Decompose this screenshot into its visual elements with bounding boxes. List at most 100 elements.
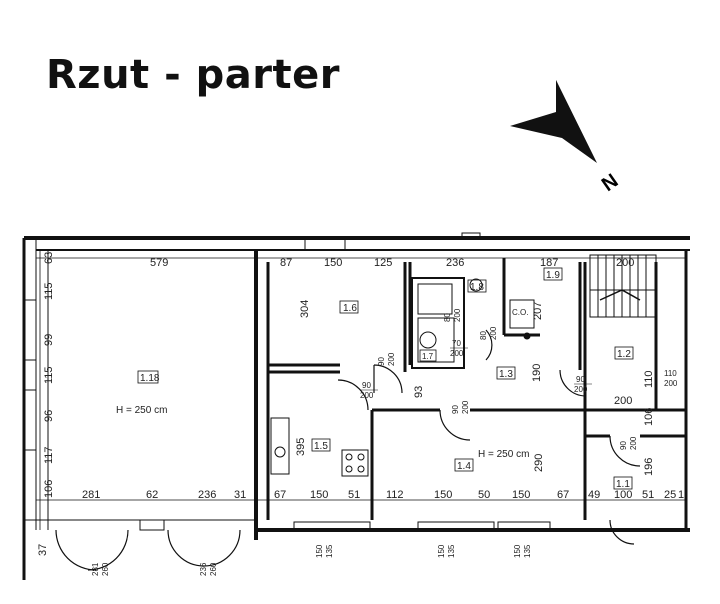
window-height: 135 [325,544,334,558]
bathroom-block [411,277,535,369]
dim-inner: 304 [299,300,311,318]
bottom-dimensions: 281 62 236 31 67 150 51 112 150 50 150 6… [82,489,684,501]
dim-inner: 196 [643,458,655,476]
room-label-1-1: 1.1 [616,479,630,490]
door-width: 90 [377,357,386,366]
staircase [589,254,657,318]
compass-label: N [598,170,622,196]
dimension-lines [36,250,686,530]
dim-bottom: 31 [234,489,246,501]
door-height: 200 [574,385,588,394]
door-width: 110 [664,369,677,378]
inner-dimensions: 304 395 93 190 290 207 200 106 196 110 [295,300,655,476]
room-label-1-6: 1.6 [343,303,357,314]
dim-inner: 106 [643,408,655,426]
dim-bottom: 281 [82,489,100,501]
dim-left: 117 [43,446,55,464]
window-height: 260 [101,562,110,576]
dim-left: 63 [43,252,55,264]
left-dimensions: 63 115 99 115 96 117 106 37 [37,252,55,556]
window-width: 150 [513,544,522,558]
co-label: C.O. [512,308,528,317]
top-dimensions: 579 87 150 125 236 187 200 [150,257,634,269]
room-label-1-18: 1.18 [140,373,160,384]
door-height: 200 [453,308,462,322]
room-label-1-2: 1.2 [617,349,631,360]
dim-bottom: 100 [614,489,632,501]
dim-bottom: 1 [678,489,684,501]
room-label-1-5: 1.5 [314,441,328,452]
room-labels: 1.18 H = 250 cm 1.6 1.8 1.7 1.9 1.3 1.2 … [116,267,634,490]
kitchen-fixtures [270,417,369,477]
window-width: 150 [437,544,446,558]
windows [23,232,551,531]
dim-bottom: 67 [274,489,286,501]
door-height: 200 [387,352,396,366]
door-width: 90 [576,375,585,384]
dim-inner: 395 [295,438,307,456]
door-height: 200 [489,326,498,340]
dim-left: 96 [43,410,55,422]
dim-bottom: 25 [664,489,676,501]
door-width: 90 [619,441,628,450]
door-height: 200 [360,391,374,400]
door-height: 200 [629,436,638,450]
dim-bottom: 150 [310,489,328,501]
room-height-1-4: H = 250 cm [478,449,529,460]
window-width: 281 [91,562,100,576]
dim-top: 187 [540,257,558,269]
window-height: 135 [523,544,532,558]
window-width: 236 [199,562,208,576]
door-height: 200 [450,349,464,358]
dim-left: 99 [43,334,55,346]
dim-left: 115 [43,366,55,384]
window-labels: 150 135 150 135 150 135 281 260 236 260 [91,544,532,576]
dim-top: 87 [280,257,292,269]
dim-bottom: 150 [512,489,530,501]
dim-bottom: 50 [478,489,490,501]
dim-bottom: 51 [642,489,654,501]
dim-bottom: 112 [386,489,404,501]
room-label-1-7: 1.7 [422,352,434,361]
dim-inner: 290 [533,454,545,472]
dim-inner: 200 [614,395,632,407]
dim-left: 115 [43,282,55,300]
door-height: 200 [461,400,470,414]
door-width: 80 [479,331,488,340]
room-label-1-4: 1.4 [457,461,471,472]
door-width: 80 [443,313,452,322]
dim-inner: 110 [643,370,655,388]
room-label-1-9: 1.9 [546,270,560,281]
dim-bottom: 51 [348,489,360,501]
dim-top: 125 [374,257,392,269]
dim-inner: 190 [531,364,543,382]
window-width: 150 [315,544,324,558]
dim-top: 200 [616,257,634,269]
door-height: 200 [664,379,678,388]
room-height-1-18: H = 250 cm [116,405,167,416]
dim-bottom: 62 [146,489,158,501]
door-width: 70 [452,339,461,348]
page-title: Rzut - parter [46,52,340,98]
dim-left: 106 [43,480,55,498]
north-arrow-icon: N [510,80,622,196]
dim-bottom: 236 [198,489,216,501]
room-label-1-8: 1.8 [470,282,484,293]
dim-bottom: 49 [588,489,600,501]
room-label-1-3: 1.3 [499,369,513,380]
door-width: 90 [362,381,371,390]
window-height: 135 [447,544,456,558]
dim-inner: 93 [413,386,425,398]
dim-bottom: 67 [557,489,569,501]
dim-left: 37 [37,544,49,556]
dim-top: 150 [324,257,342,269]
dim-top: 579 [150,257,168,269]
dim-inner: 207 [532,302,544,320]
dim-bottom: 150 [434,489,452,501]
door-width: 90 [451,405,460,414]
door-swings [55,329,641,571]
interior-walls [266,258,686,520]
dim-top: 236 [446,257,464,269]
window-height: 260 [209,562,218,576]
